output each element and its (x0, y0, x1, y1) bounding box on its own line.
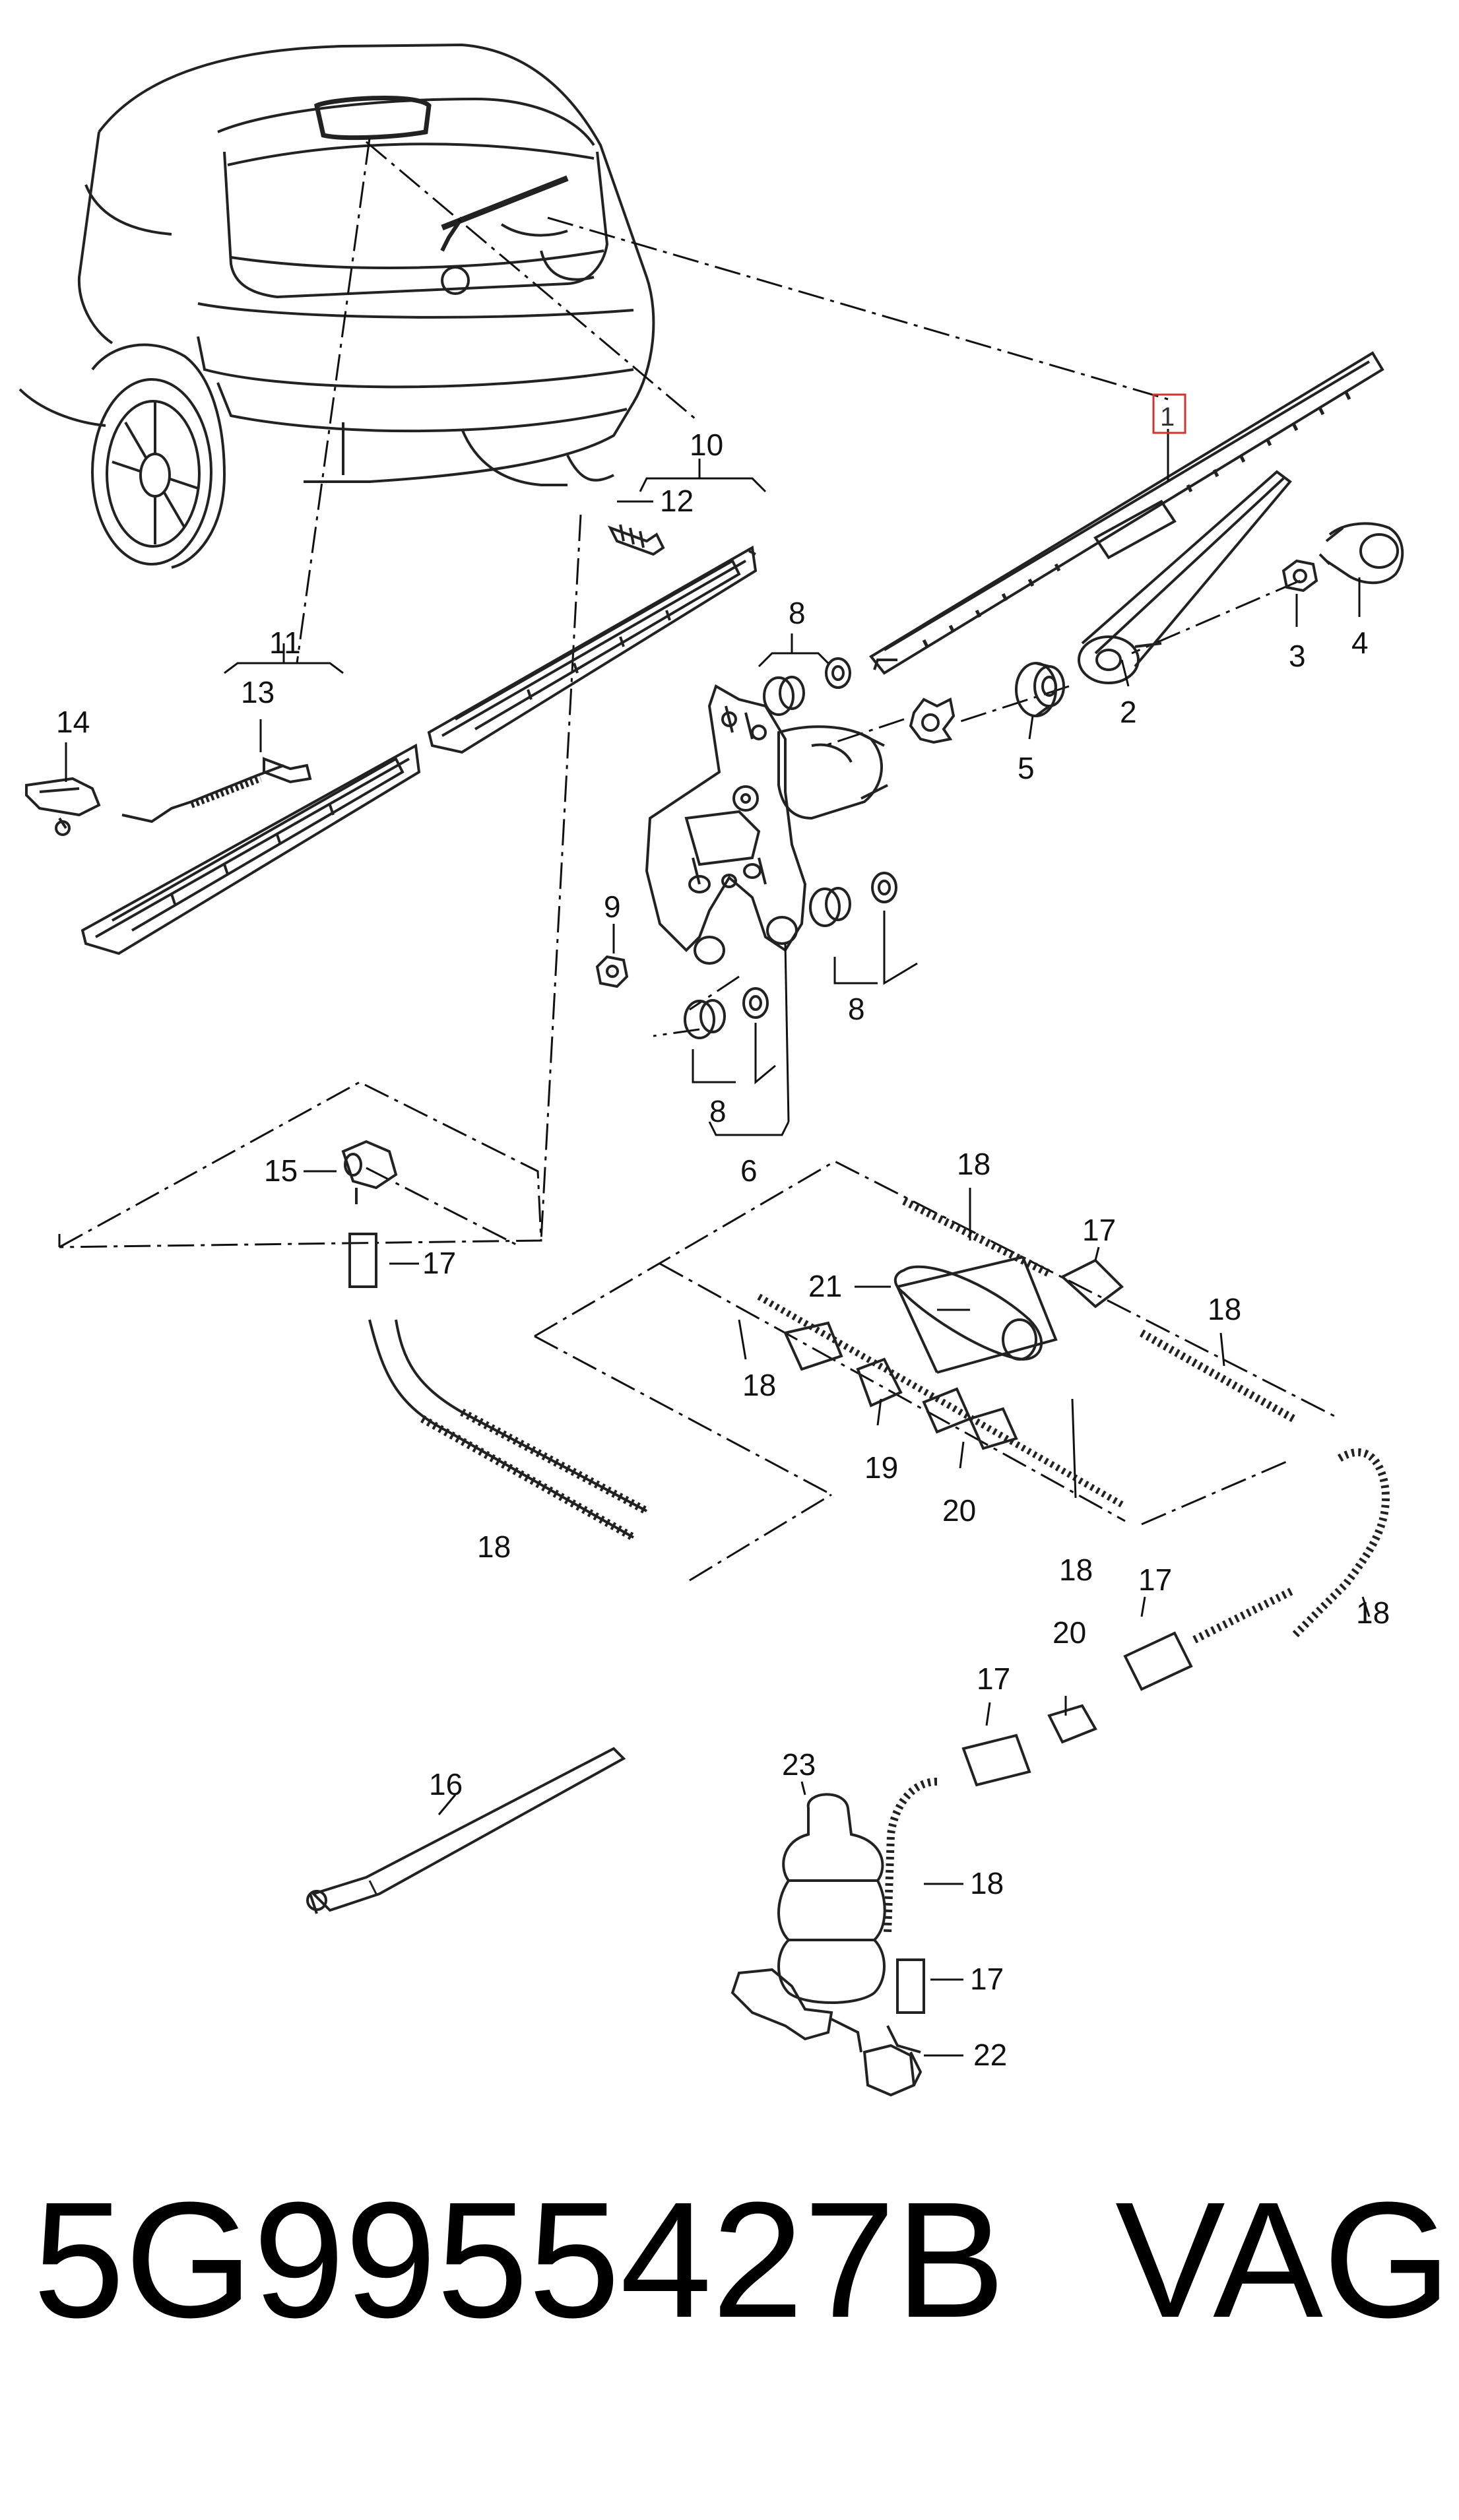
grommet-5 (1015, 662, 1065, 717)
nozzle-15 (341, 1140, 398, 1204)
brake-light-11 (81, 743, 421, 955)
label-18-upper-right: 18 (1208, 1292, 1241, 1326)
label-17-right: 17 (1138, 1563, 1172, 1597)
wiring-13 (121, 757, 312, 824)
label-12: 12 (660, 484, 694, 518)
grommets-8-right (809, 872, 897, 927)
label-8-top: 8 (789, 596, 806, 630)
bulb-12 (607, 524, 665, 556)
label-3: 3 (1289, 639, 1306, 673)
wiper-blade (869, 351, 1384, 675)
label-11: 11 (269, 626, 301, 660)
brake-light-10 (427, 545, 758, 754)
hose-middle (757, 1256, 1124, 1508)
label-18-mid-bottom: 18 (1059, 1553, 1093, 1587)
grommets-8-bottom (684, 987, 769, 1039)
label-19: 19 (864, 1450, 898, 1485)
nut-3 (1281, 559, 1318, 593)
label-22: 22 (973, 2038, 1007, 2072)
nut-9 (595, 955, 629, 988)
label-20-right: 20 (1053, 1615, 1086, 1650)
connector-22 (862, 2044, 923, 2097)
label-6: 6 (740, 1153, 758, 1188)
label-4: 4 (1351, 626, 1369, 660)
hose-left (348, 1233, 649, 1541)
label-9: 9 (604, 889, 621, 924)
callout-leaders (65, 429, 1371, 2057)
label-21: 21 (808, 1269, 842, 1303)
label-10: 10 (690, 428, 723, 462)
wiper-arm (1078, 470, 1292, 684)
label-16: 16 (429, 1767, 463, 1801)
label-17-left: 17 (422, 1246, 456, 1280)
pump-23 (730, 1793, 886, 2053)
label-18-far-right: 18 (1356, 1596, 1390, 1630)
label-18-lower: 18 (970, 1866, 1004, 1900)
brand-name: VAG (1115, 2168, 1452, 2352)
label-5: 5 (1018, 751, 1035, 785)
filter-21 (893, 1265, 1043, 1361)
hose-lower-right (884, 1586, 1295, 2053)
label-2: 2 (1120, 695, 1137, 729)
label-23: 23 (782, 1747, 816, 1782)
wiper-motor-assembly (645, 684, 888, 965)
grommets-8-top (763, 657, 851, 716)
label-1: 1 (1160, 403, 1175, 432)
car-illustration (18, 43, 655, 486)
label-17-middle: 17 (977, 1662, 1010, 1696)
lamp-14 (25, 777, 101, 836)
cap-4 (1318, 522, 1404, 585)
rear-wheel (91, 343, 226, 569)
label-8-bottom: 8 (709, 1094, 727, 1128)
label-20-middle: 20 (942, 1493, 976, 1528)
washer-nut (909, 697, 956, 744)
hose-upper (902, 1197, 1390, 1640)
label-18-top: 18 (957, 1147, 990, 1181)
label-17-upper: 17 (1082, 1213, 1116, 1247)
label-18-left: 18 (477, 1530, 511, 1564)
label-15: 15 (264, 1153, 298, 1188)
highlight-box-1 (1152, 393, 1186, 434)
label-8-right: 8 (848, 992, 865, 1026)
label-14: 14 (56, 705, 90, 739)
label-17-lower: 17 (970, 1962, 1004, 1996)
leader-lines (58, 138, 1340, 1582)
callout-labels: 1 2 3 4 5 6 8 8 8 9 10 11 12 13 14 15 16… (56, 403, 1390, 2072)
label-13: 13 (241, 675, 275, 709)
label-18-mid-left: 18 (742, 1368, 776, 1402)
part-number: 5G9955427B (33, 2168, 1006, 2352)
cable-tie-16 (306, 1747, 626, 1914)
